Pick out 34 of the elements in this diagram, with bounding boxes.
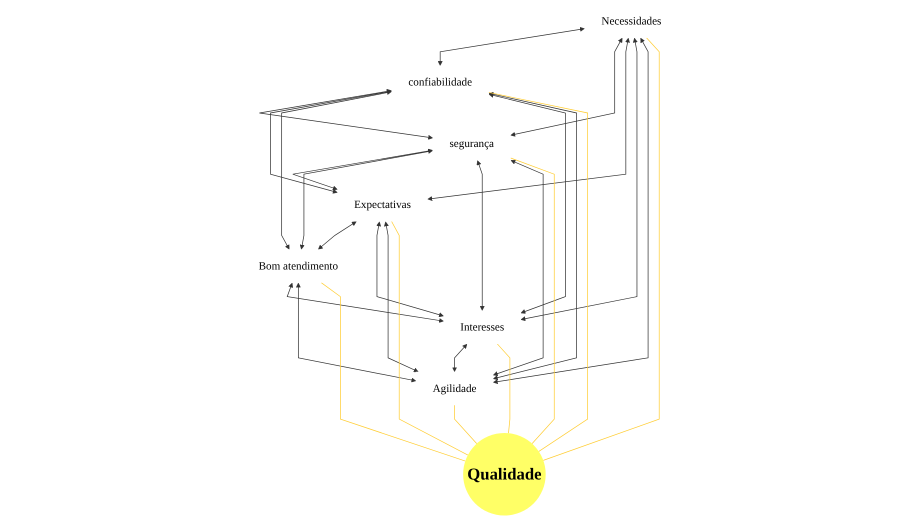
node-text: Agilidade — [432, 382, 477, 395]
connector — [391, 221, 468, 456]
arrow — [259, 88, 433, 140]
node-text: Interesses — [460, 321, 504, 334]
arrow — [452, 344, 468, 372]
node-text: confiabilidade — [408, 76, 472, 88]
connector — [320, 282, 466, 462]
arrow — [376, 222, 444, 318]
arrow — [281, 90, 392, 250]
arrow — [286, 282, 444, 323]
arrow — [488, 92, 566, 314]
node-text: Bom atendimento — [258, 260, 338, 272]
node-text: Necessidades — [601, 15, 662, 28]
arrow — [296, 282, 416, 382]
connector — [496, 344, 510, 434]
arrow — [492, 38, 648, 384]
node-text: Expectativas — [354, 198, 411, 211]
arrow — [427, 38, 630, 201]
arrow — [438, 26, 585, 66]
connector — [542, 37, 660, 461]
arrow — [492, 160, 544, 376]
arrow — [476, 160, 485, 311]
connector — [454, 404, 478, 444]
arrow — [384, 222, 419, 372]
connector — [510, 158, 555, 444]
arrow — [318, 221, 357, 250]
node-circle: Qualidade — [463, 432, 546, 516]
node-text: segurança — [449, 137, 494, 150]
connector — [488, 92, 588, 452]
arrow — [510, 38, 622, 137]
arrow — [300, 149, 433, 250]
arrow — [270, 90, 392, 194]
arrow — [520, 38, 638, 322]
arrow — [488, 92, 577, 380]
